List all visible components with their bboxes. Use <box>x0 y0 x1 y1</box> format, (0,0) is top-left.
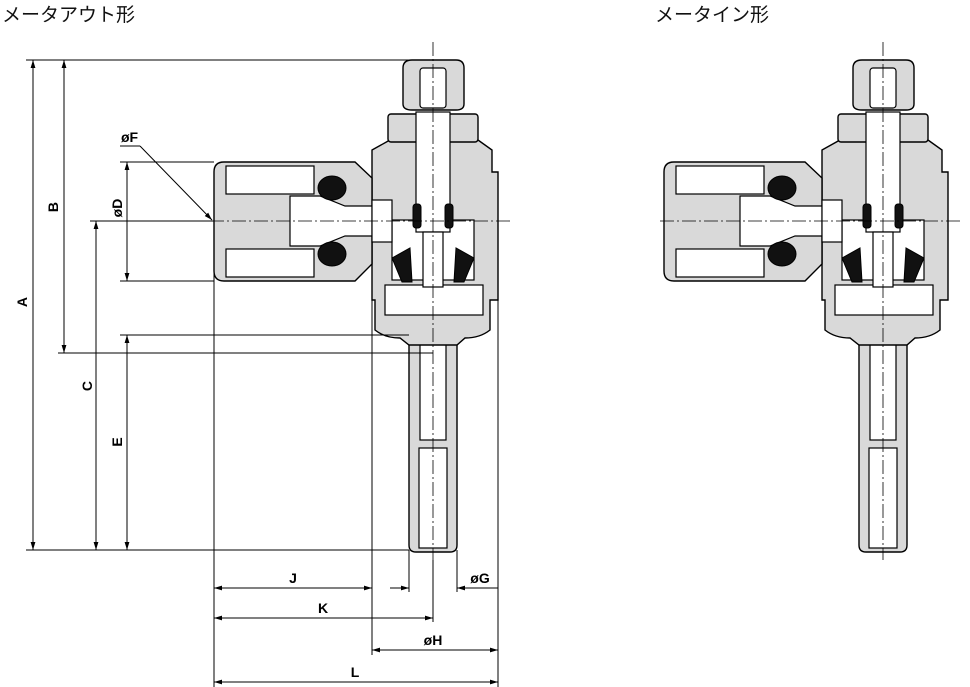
dim-label-d: øD <box>109 199 125 218</box>
dim-label-b: B <box>45 202 61 212</box>
dimension-lines <box>26 59 499 687</box>
dim-label-a: A <box>14 297 30 307</box>
meter-in-title: メータイン形 <box>655 4 770 26</box>
dim-label-c: C <box>79 381 95 391</box>
meter-out-valve <box>210 42 512 560</box>
dim-label-e: E <box>109 437 125 446</box>
dim-label-k: K <box>318 600 328 616</box>
meter-out-title: メータアウト形 <box>2 4 136 26</box>
dim-label-g: øG <box>470 570 490 586</box>
dim-label-j: J <box>289 570 297 586</box>
meter-in-valve <box>660 42 962 560</box>
dim-label-f: øF <box>121 129 139 145</box>
dim-label-l: L <box>351 664 360 680</box>
dim-label-h: øH <box>424 632 443 648</box>
